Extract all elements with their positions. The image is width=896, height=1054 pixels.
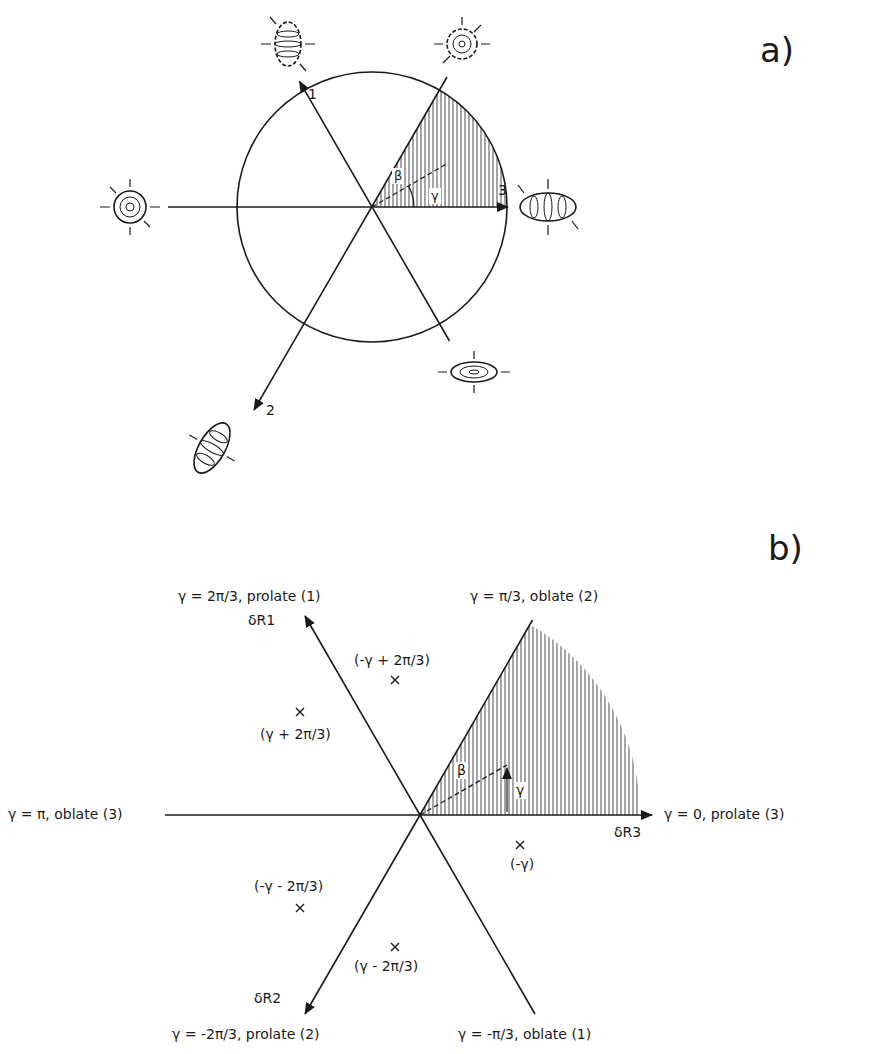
part-b-figure: [165, 616, 652, 1014]
part-a-figure: [100, 17, 578, 485]
axis-name: δR3: [612, 824, 643, 841]
oblate-ellipsoid: [434, 17, 490, 63]
axis-label: γ = π, oblate (3): [6, 806, 125, 823]
prolate-ellipsoid: [261, 17, 315, 71]
axis-dR2: [305, 815, 420, 1014]
axis-label: γ = -2π/3, prolate (2): [170, 1026, 322, 1043]
axis-name: δR1: [246, 612, 277, 629]
gamma-arrow: [506, 768, 507, 812]
axis-label: γ = 0, prolate (3): [662, 806, 786, 823]
sector-label: (-γ - 2π/3): [252, 878, 325, 895]
axis-number: 2: [264, 402, 277, 419]
axis-label: γ = -π/3, oblate (1): [456, 1026, 593, 1043]
prolate-ellipsoid: [175, 411, 248, 485]
axis-1: [300, 81, 450, 341]
angle-symbol: β: [392, 168, 404, 184]
part-label: b): [766, 528, 805, 569]
prolate-ellipsoid: [518, 179, 578, 235]
axis-number: 1: [306, 86, 319, 103]
beta-line: [372, 165, 446, 208]
axis-number: 3: [496, 182, 509, 199]
axis-lower-right: [420, 815, 535, 1014]
oblate-ellipsoid: [100, 179, 160, 235]
axis-upper-right: [420, 620, 533, 815]
axis-name: δR2: [252, 990, 283, 1007]
angle-symbol: γ: [514, 782, 526, 799]
axis-3: [168, 206, 508, 208]
sector-label: (-γ + 2π/3): [352, 652, 432, 669]
axis-label: γ = 2π/3, prolate (1): [176, 588, 323, 605]
angle-symbol: γ: [429, 188, 441, 204]
axis-label: γ = π/3, oblate (2): [468, 588, 600, 605]
axis-dR1: [305, 616, 420, 815]
axis-dR3: [165, 814, 652, 816]
shaded-sector: [372, 90, 507, 207]
sector-label: (-γ): [508, 856, 536, 873]
gamma-arc: [408, 186, 414, 207]
sector-label: (γ - 2π/3): [352, 958, 420, 975]
sector-label: (γ + 2π/3): [258, 726, 333, 743]
cross-marks: [296, 676, 524, 951]
part-label: a): [758, 30, 796, 71]
shaded-sector: [420, 625, 640, 816]
oblate-ellipsoid: [438, 351, 510, 393]
axis-2: [254, 77, 447, 410]
angle-symbol: β: [455, 762, 468, 779]
